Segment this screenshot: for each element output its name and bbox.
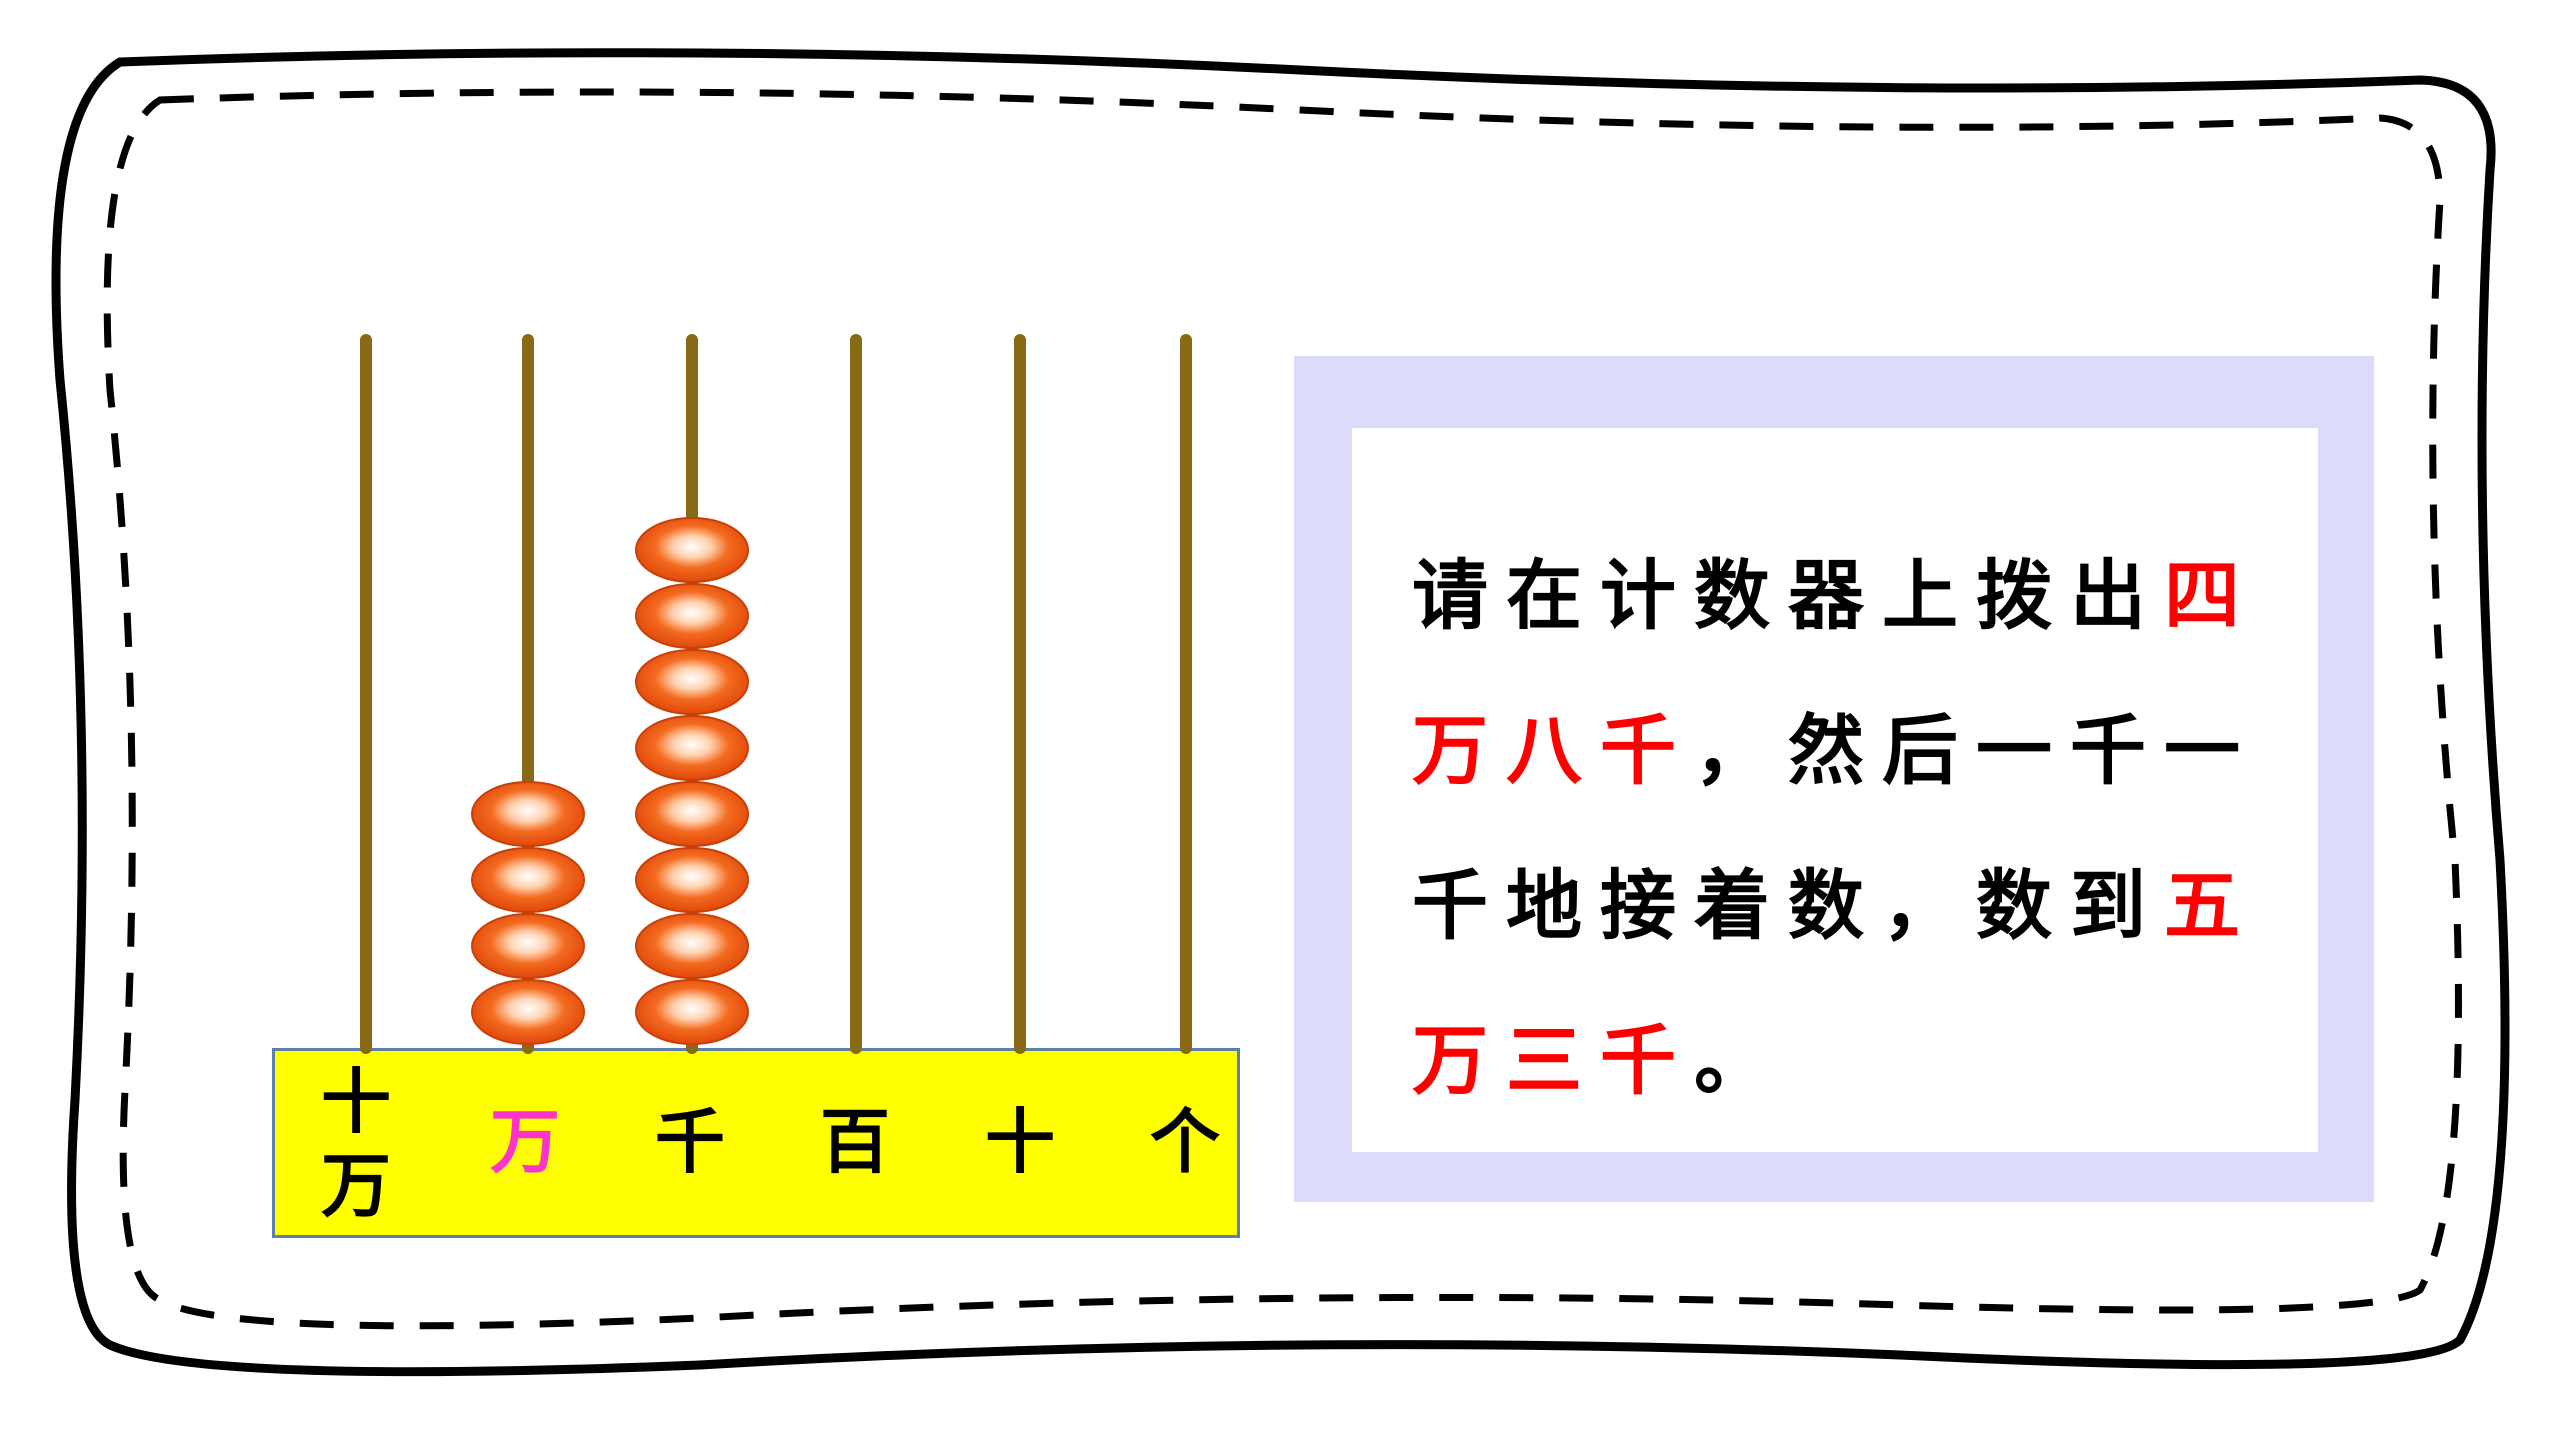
bead-thousands[interactable] — [635, 781, 749, 847]
bead-ten-thousands[interactable] — [471, 781, 585, 847]
bead-thousands[interactable] — [635, 913, 749, 979]
instruction-part-3: ，然后一千一千地接着数，数到 — [1412, 706, 2258, 950]
bead-ten-thousands[interactable] — [471, 979, 585, 1045]
bead-thousands[interactable] — [635, 847, 749, 913]
place-label-tens: 十 — [985, 1100, 1055, 1183]
bead-thousands[interactable] — [635, 715, 749, 781]
place-label-hundred-thousands: 十万 — [321, 1060, 391, 1227]
bead-thousands[interactable] — [635, 649, 749, 715]
frame-outer-border — [51, 48, 2510, 1377]
instruction-text: 请在计数器上拨出四万八千，然后一千一千地接着数，数到五万三千。 — [1412, 518, 2292, 1138]
bead-ten-thousands[interactable] — [471, 913, 585, 979]
abacus-base — [272, 1048, 1240, 1238]
instruction-part-5: 。 — [1694, 1016, 1788, 1105]
place-label-ones: 个 — [1150, 1100, 1220, 1183]
bead-ten-thousands[interactable] — [471, 847, 585, 913]
place-label-thousands: 千 — [655, 1100, 725, 1183]
end-number: 五万三千 — [1412, 861, 2258, 1105]
bead-thousands[interactable] — [635, 583, 749, 649]
bead-thousands[interactable] — [635, 517, 749, 583]
bead-thousands[interactable] — [635, 979, 749, 1045]
place-label-ten-thousands: 万 — [490, 1100, 560, 1183]
instruction-part-1: 请在计数器上拨出 — [1412, 551, 2164, 640]
instruction-panel — [1352, 428, 2318, 1152]
start-number: 四万八千 — [1412, 551, 2258, 795]
place-label-hundreds: 百 — [820, 1100, 890, 1183]
